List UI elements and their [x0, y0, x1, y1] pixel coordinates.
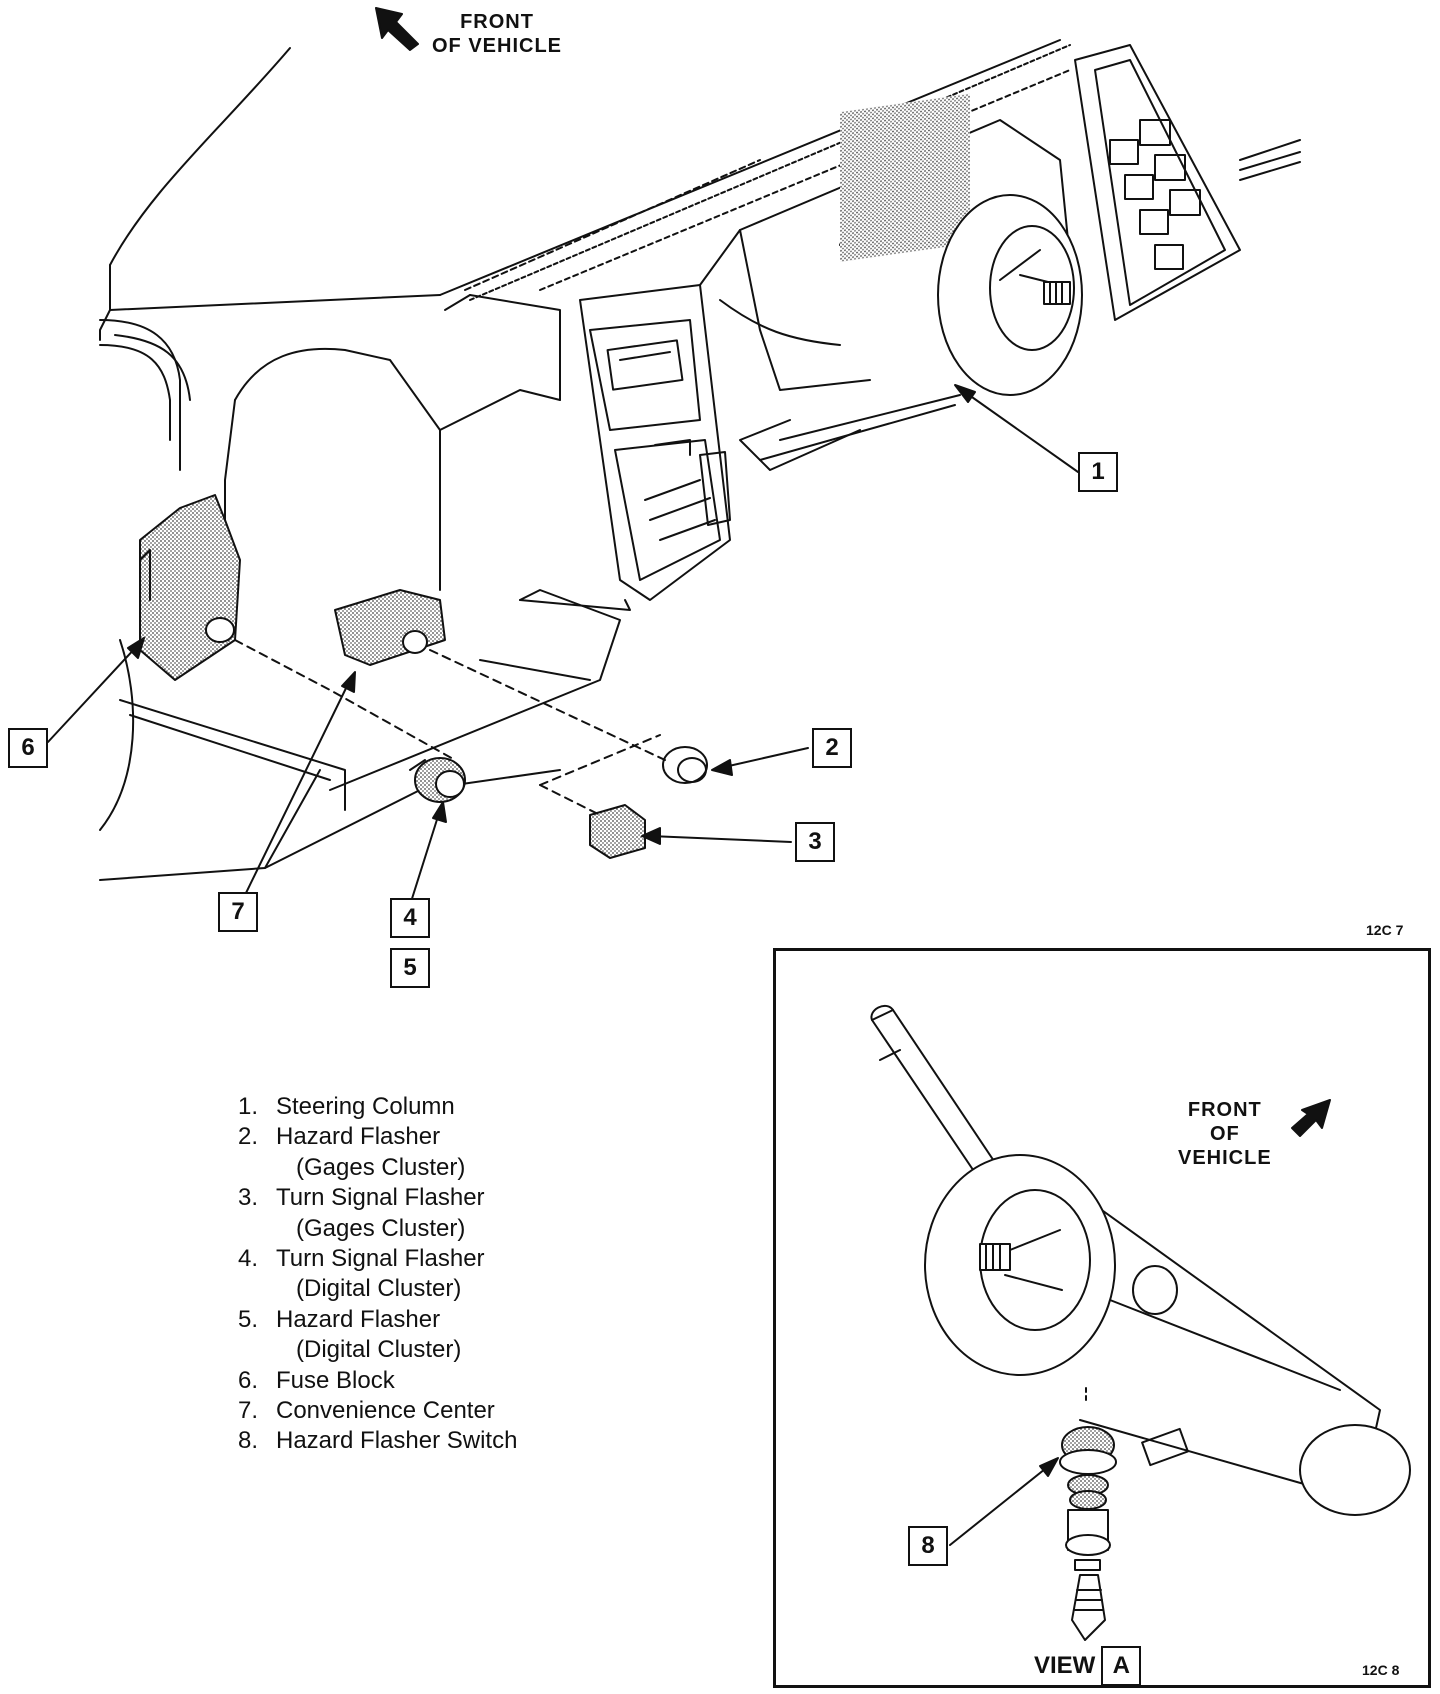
legend-item: 4. Turn Signal Flasher — [238, 1244, 517, 1274]
callout-1: 1 — [1078, 452, 1118, 492]
legend-text: Fuse Block — [276, 1366, 395, 1394]
legend-text: Convenience Center — [276, 1397, 495, 1425]
legend-item: 3. Turn Signal Flasher — [238, 1183, 517, 1213]
view-front-arrow-icon — [1291, 1099, 1331, 1137]
legend-num: 7. — [238, 1397, 259, 1425]
callout-2: 2 — [812, 728, 852, 768]
legend-text: Hazard Flasher — [276, 1123, 441, 1151]
callout-6: 6 — [8, 728, 48, 768]
legend-text: Turn Signal Flasher — [276, 1245, 485, 1273]
callout-3: 3 — [795, 822, 835, 862]
legend-num: 4. — [238, 1245, 259, 1273]
callout-5: 5 — [390, 948, 430, 988]
callout-7: 7 — [218, 892, 258, 932]
legend-num: 5. — [238, 1305, 259, 1333]
legend-item: 5. Hazard Flasher — [238, 1305, 517, 1335]
legend-subtext: (Gages Cluster) — [296, 1153, 466, 1181]
legend: 1. Steering Column 2. Hazard Flasher (Gage… — [238, 1092, 517, 1457]
view-letter-box: A — [1101, 1646, 1142, 1686]
legend-num: 2. — [238, 1123, 259, 1151]
front-label-line1: FRONT — [460, 11, 534, 33]
legend-num: 1. — [238, 1093, 259, 1120]
legend-item: 7. Convenience Center — [238, 1396, 517, 1426]
legend-text: Steering Column — [276, 1093, 455, 1120]
view-front-line3: VEHICLE — [1178, 1147, 1272, 1169]
front-arrow-icon — [375, 7, 419, 51]
legend-num: 6. — [238, 1366, 259, 1394]
front-label-line2: OF VEHICLE — [432, 35, 563, 57]
legend-num: 3. — [238, 1184, 259, 1212]
figure-code-view: 12C 8 — [1362, 1662, 1400, 1678]
legend-text: Hazard Flasher Switch — [276, 1427, 518, 1455]
figure-code-main: 12C 7 — [1366, 922, 1404, 938]
legend-subtext: (Digital Cluster) — [296, 1275, 462, 1303]
view-word: VIEW — [1034, 1652, 1096, 1679]
legend-text: Hazard Flasher — [276, 1305, 441, 1333]
view-a-label: VIEW A — [1034, 1646, 1142, 1686]
legend-item: 2. Hazard Flasher — [238, 1122, 517, 1152]
callout-4: 4 — [390, 898, 430, 938]
legend-subtext: (Gages Cluster) — [296, 1214, 466, 1242]
legend-num: 8. — [238, 1427, 259, 1455]
legend-item: 6. Fuse Block — [238, 1366, 517, 1396]
legend-item: 8. Hazard Flasher Switch — [238, 1426, 517, 1456]
callout-8: 8 — [908, 1526, 948, 1566]
view-a-frame — [773, 948, 1431, 1688]
legend-subtext: (Digital Cluster) — [296, 1336, 462, 1364]
legend-item: 1. Steering Column — [238, 1092, 517, 1122]
view-front-of-vehicle-label: FRONT OF VEHICLE — [1178, 1098, 1272, 1170]
front-of-vehicle-label: FRONT OF VEHICLE — [432, 10, 562, 58]
legend-text: Turn Signal Flasher — [276, 1184, 485, 1212]
view-front-line2: OF — [1209, 1123, 1240, 1145]
view-front-line1: FRONT — [1187, 1099, 1262, 1121]
